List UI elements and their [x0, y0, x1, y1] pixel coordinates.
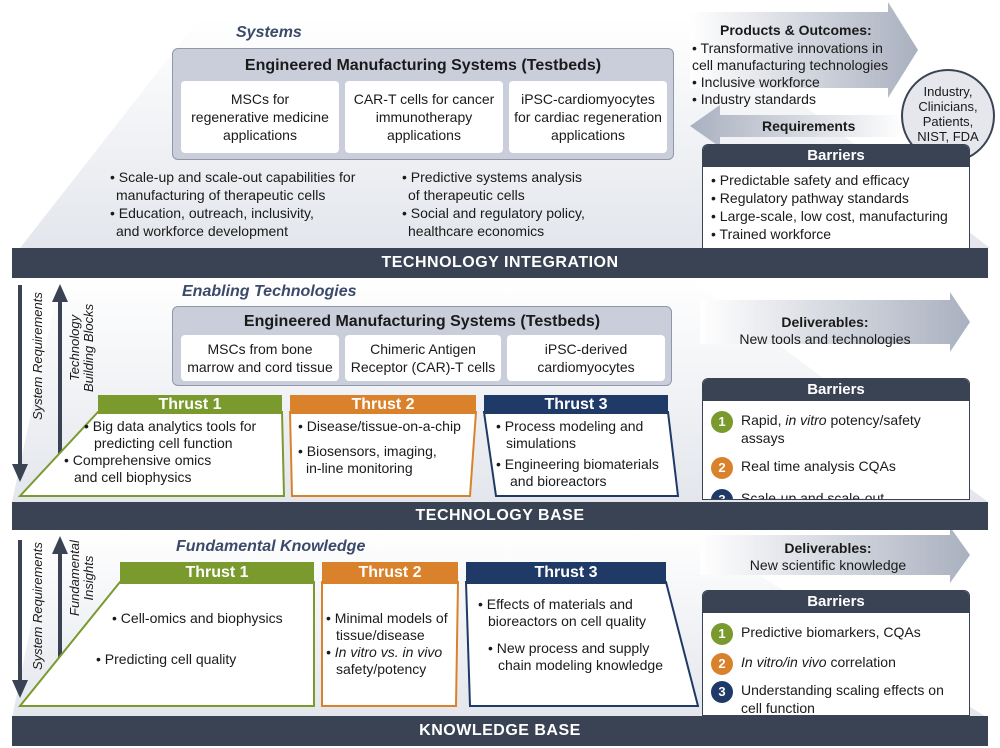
fundamental-barriers: Barriers 1 Predictive biomarkers, CQAs 2…: [702, 590, 970, 716]
testbed-title: Engineered Manufacturing Systems (Testbe…: [243, 313, 601, 330]
deliverables-arrow-1: [700, 292, 970, 352]
band-knowledge-base: KNOWLEDGE BASE: [12, 716, 988, 746]
barriers-title: Barriers: [703, 145, 969, 167]
testbed-title: Engineered Manufacturing Systems (Testbe…: [244, 57, 602, 74]
fundamental-title: Fundamental Knowledge: [176, 538, 366, 555]
enabling-thrust1-header: Thrust 1: [158, 396, 222, 413]
requirements-label: Requirements: [762, 118, 856, 134]
vert-system-requirements-1: System Requirements: [30, 292, 45, 420]
enabling-thrust3-header: Thrust 3: [544, 396, 608, 413]
requirements-arrow: [690, 105, 905, 147]
vertical-arrows-1: [12, 284, 68, 482]
deliverables-arrow-2: [700, 527, 970, 583]
vert-system-requirements-2: System Requirements: [30, 542, 45, 670]
fundamental-thrust1-body: • Cell-omics and biophysics • Predicting…: [96, 610, 283, 667]
number-badge-1: 1: [711, 411, 733, 433]
number-badge-2: 2: [711, 457, 733, 479]
number-badge-3: 3: [711, 681, 733, 703]
vertical-arrows-2: [12, 536, 68, 698]
enabling-barriers: Barriers 1 Rapid, in vitro potency/safet…: [702, 378, 970, 500]
systems-barriers: Barriers • Predictable safety and effica…: [702, 144, 970, 248]
enabling-title: Enabling Technologies: [182, 283, 357, 300]
deliverables-2: Deliverables: New scientific knowledge: [749, 540, 907, 573]
enabling-testbed: Engineered Manufacturing Systems (Testbe…: [172, 306, 672, 386]
fundamental-thrust2-header: Thrust 2: [358, 564, 422, 581]
fundamental-thrust1-header: Thrust 1: [185, 564, 249, 581]
barriers-title: Barriers: [703, 379, 969, 401]
systems-bullets-left: • Scale-up and scale-out capabilities fo…: [110, 169, 356, 239]
band-technology-integration: TECHNOLOGY INTEGRATION: [12, 248, 988, 278]
barriers-title: Barriers: [703, 591, 969, 613]
deliverables-1: Deliverables: New tools and technologies: [739, 314, 911, 347]
stakeholders-text: Industry,Clinicians,Patients,NIST, FDA: [917, 84, 979, 144]
systems-testbed: Engineered Manufacturing Systems (Testbe…: [172, 48, 674, 160]
products-list: • Transformative innovations in cell man…: [692, 40, 889, 107]
number-badge-1: 1: [711, 623, 733, 645]
enabling-thrust2-header: Thrust 2: [351, 396, 415, 413]
number-badge-3: 3: [711, 489, 733, 499]
number-badge-2: 2: [711, 653, 733, 675]
band-technology-base: TECHNOLOGY BASE: [12, 502, 988, 530]
systems-title: Systems: [236, 24, 302, 41]
products-arrow: [690, 2, 918, 98]
enabling-thrust2-body: • Disease/tissue-on-a-chip • Biosensors,…: [298, 418, 461, 476]
products-title: Products & Outcomes:: [720, 22, 872, 38]
fundamental-thrust3-header: Thrust 3: [534, 564, 598, 581]
